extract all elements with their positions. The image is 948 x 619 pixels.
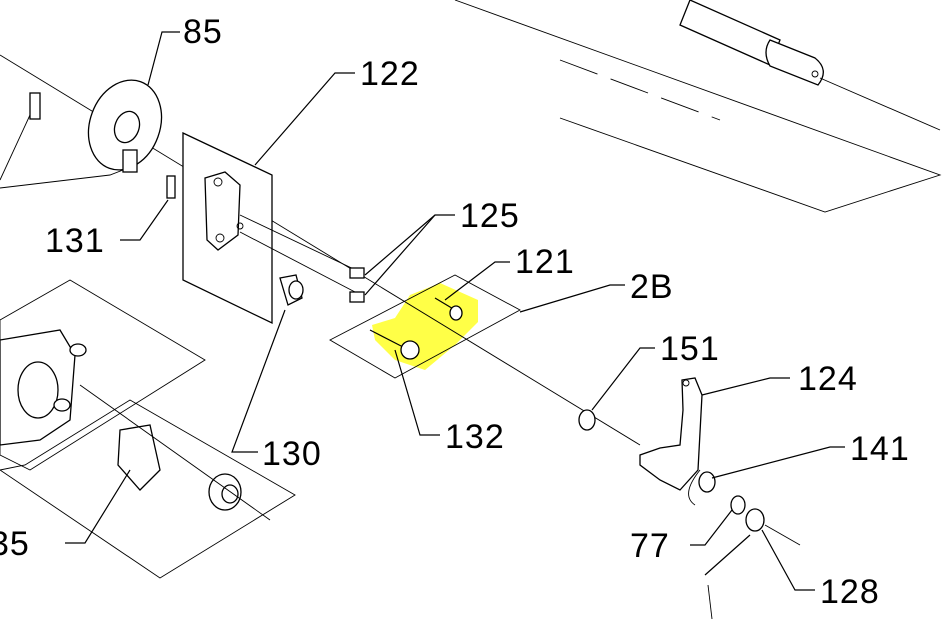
part-125-pin-a	[349, 267, 365, 279]
callout-35: 35	[0, 525, 30, 563]
callout-151: 151	[660, 330, 720, 368]
callout-141: 141	[850, 430, 910, 468]
callout-130: 130	[262, 435, 322, 473]
part-2b-plate	[329, 274, 521, 379]
callout-77: 77	[630, 527, 670, 565]
part-121-bolt	[434, 297, 463, 321]
callout-121: 121	[515, 243, 575, 281]
part-122-plate	[182, 131, 273, 325]
lower-plate-a	[0, 279, 206, 471]
callout-124: 124	[798, 360, 858, 398]
part-131	[166, 175, 176, 199]
part-hub	[0, 329, 87, 446]
part-77-washer	[730, 495, 746, 515]
part-nut-lower	[208, 473, 242, 511]
part-125-pin-b	[349, 291, 365, 303]
highlight-region	[372, 283, 478, 370]
shaft-assembly	[454, 0, 942, 213]
part-124-bracket	[639, 377, 703, 491]
part-128-nut	[745, 508, 765, 532]
callout-125: 125	[460, 197, 520, 235]
part-35-clip	[117, 424, 161, 491]
part-130-spacer	[279, 274, 304, 306]
lower-plate-b	[0, 399, 296, 579]
callout-85: 85	[183, 13, 223, 51]
cotter-pin	[704, 534, 751, 576]
part-141-spring	[698, 471, 716, 493]
callout-132: 132	[445, 418, 505, 456]
callout-122: 122	[360, 55, 420, 93]
part-151-spring	[578, 409, 596, 431]
callout-131: 131	[45, 222, 105, 260]
callout-2b: 2B	[630, 268, 674, 306]
part-132-bolt	[369, 329, 420, 360]
part-85-disc	[29, 79, 163, 173]
callout-128: 128	[820, 573, 880, 611]
